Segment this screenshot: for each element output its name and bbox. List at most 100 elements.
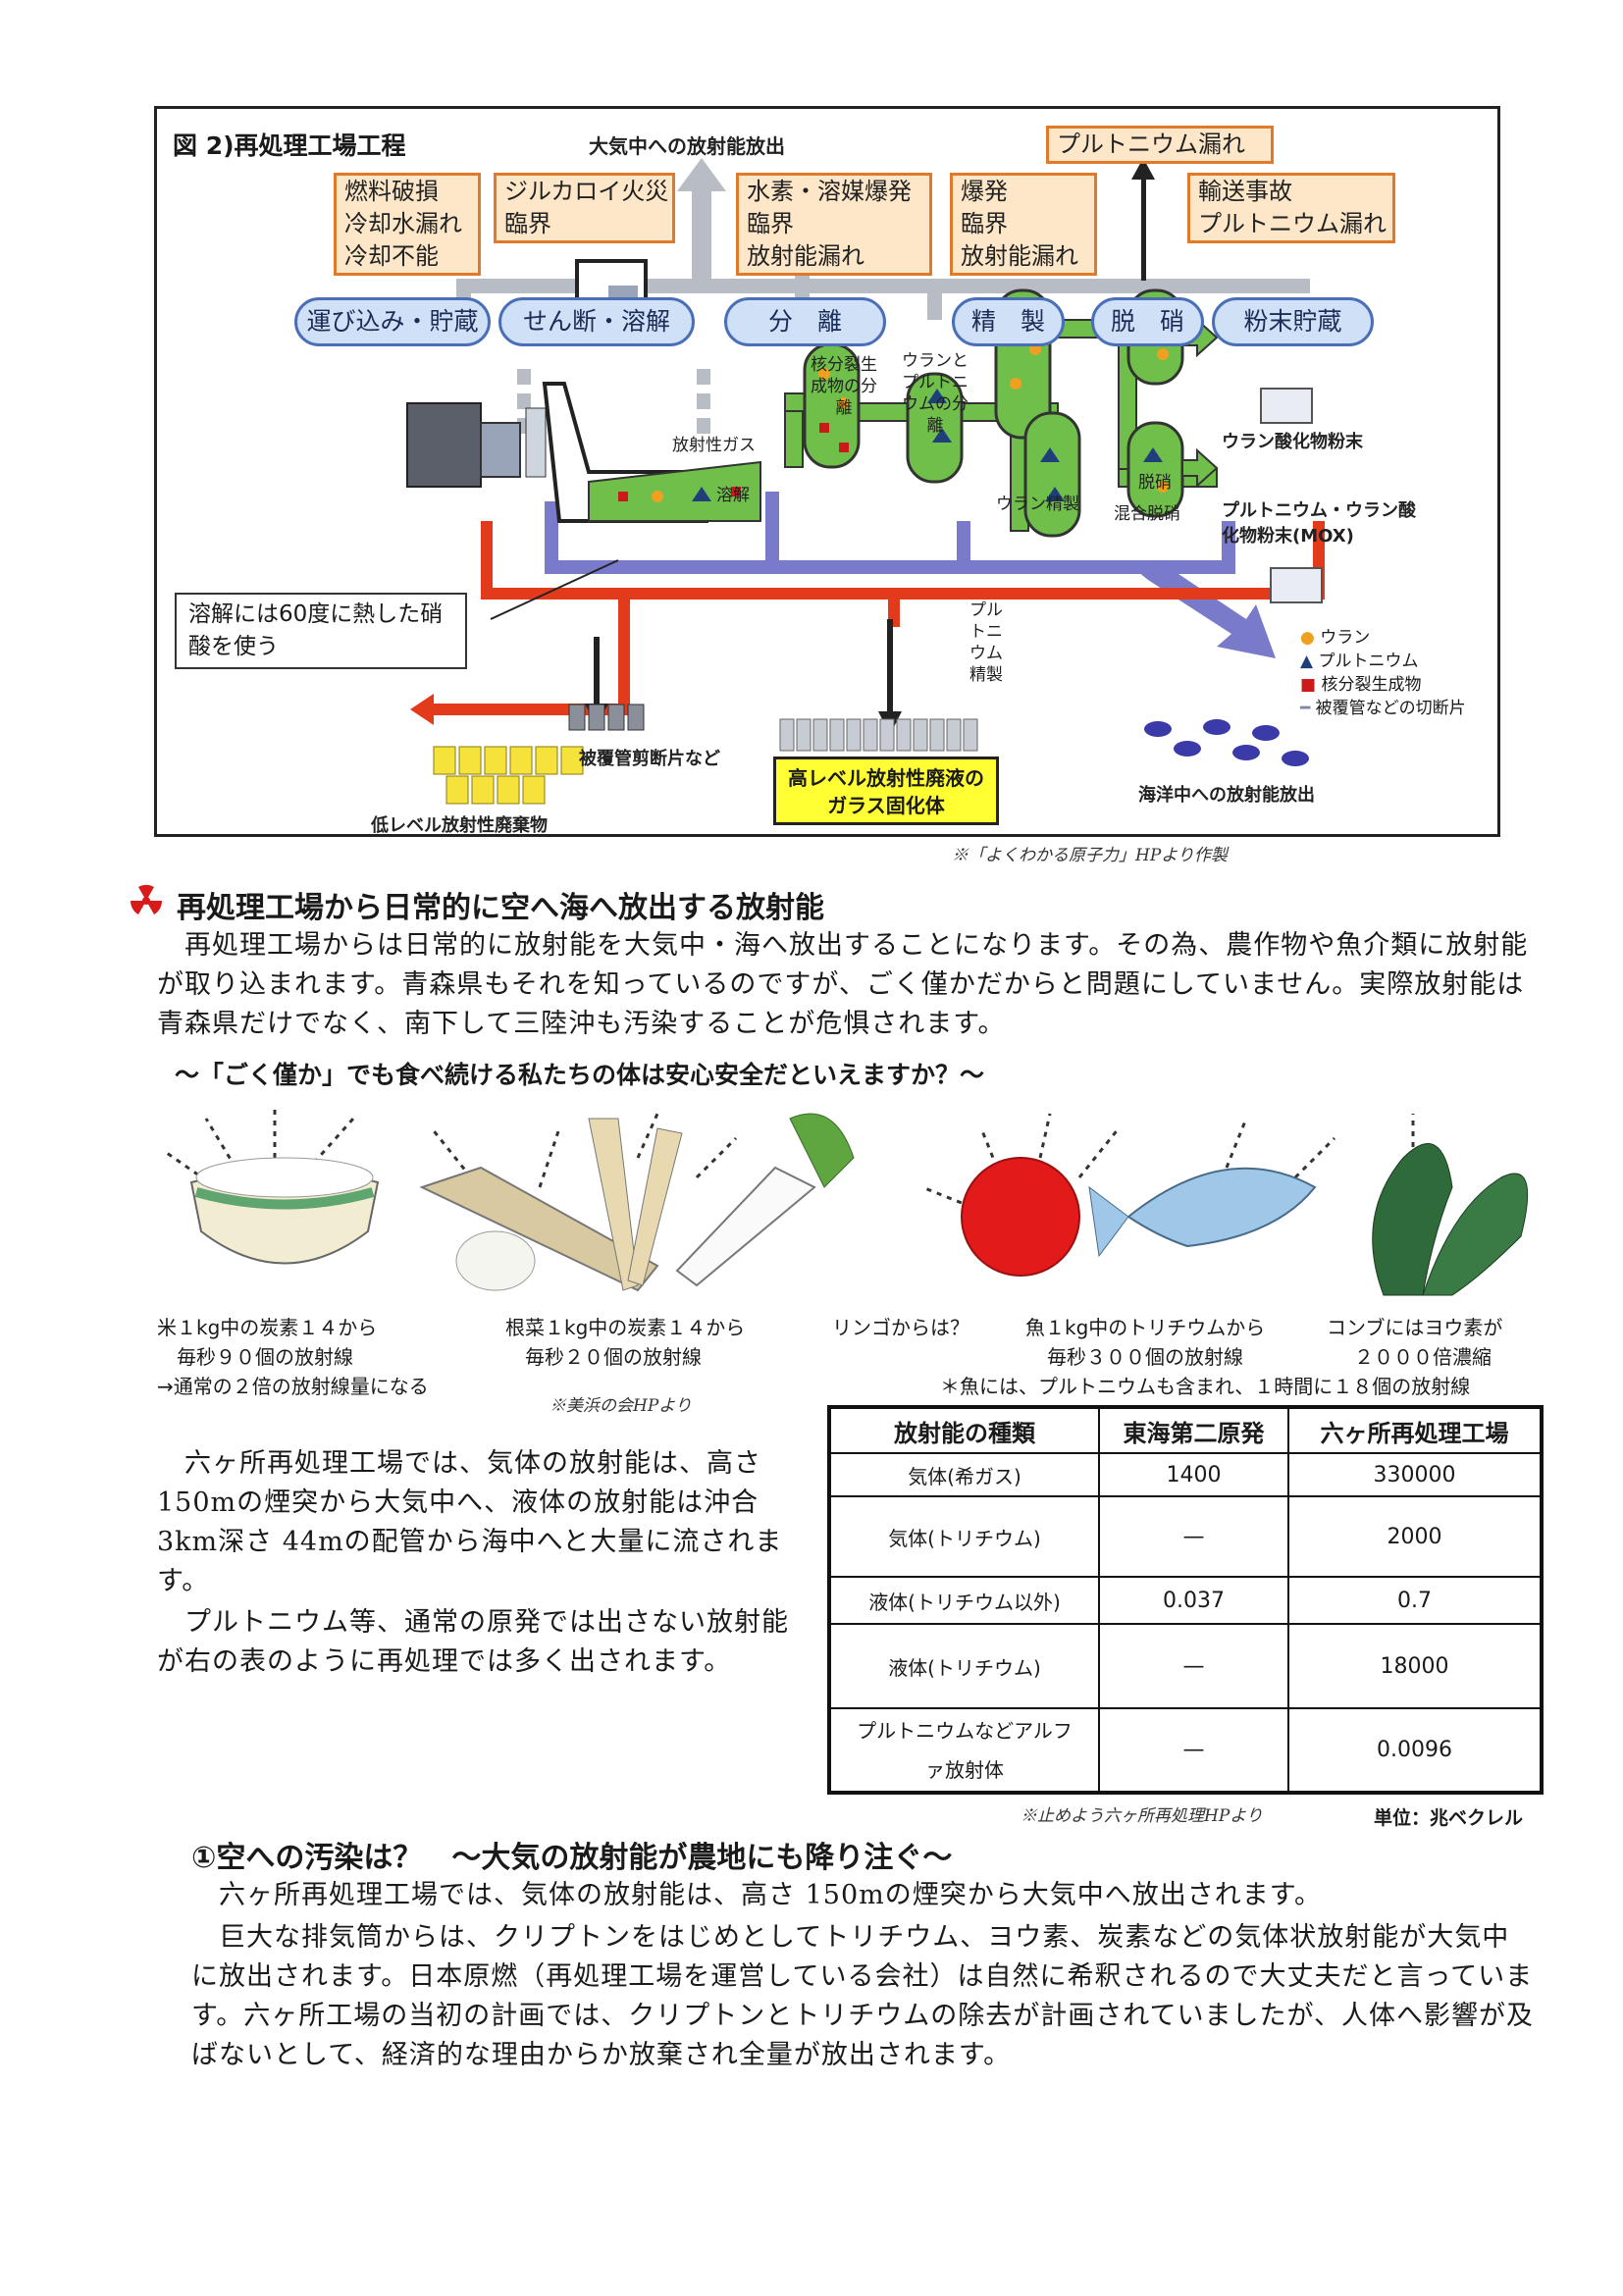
section1-question: ～「ごく僅か」でも食べ続ける私たちの体は安心安全だといえますか？～ (175, 1061, 985, 1089)
figure-title: 図 2)再処理工場工程 (173, 131, 406, 160)
label-pu-refine: プルトニウム精製 (969, 600, 1003, 685)
table-cell: — (1097, 1623, 1290, 1709)
table-header: 東海第二原発 (1097, 1406, 1290, 1454)
radioactivity-table: 放射能の種類 東海第二原発 六ヶ所再処理工場 気体(希ガス) 1400 3300… (827, 1405, 1544, 1795)
table-row: 液体(トリチウム) — 18000 (828, 1623, 1543, 1709)
label-sea-release: 海洋中への放射能放出 (1138, 785, 1315, 806)
legend-item-fission: ■ 核分裂生成物 (1300, 675, 1422, 695)
risk-line: 輸送事故 (1198, 178, 1292, 205)
risk-line: 水素・溶媒爆発 (747, 178, 912, 205)
risk-line: プルトニウム漏れ (1057, 130, 1245, 158)
table-cell: プルトニウムなどアルファ放射体 (828, 1707, 1100, 1794)
legend-item-plutonium: ▲ プルトニウム (1300, 652, 1419, 671)
table-cell: — (1097, 1495, 1290, 1578)
risk-line: 臨界 (747, 210, 794, 237)
table-source-note: ※止めよう六ヶ所再処理HPより (1021, 1806, 1263, 1826)
section1-heading: 再処理工場から日常的に空へ海へ放出する放射能 (177, 891, 824, 925)
step-storage: 運び込み・貯蔵 (294, 297, 491, 346)
risk-line: 冷却水漏れ (344, 210, 462, 237)
section2-paragraph-2: 巨大な排気筒からは、クリプトンをはじめとしてトリチウム、ヨウ素、炭素などの気体状… (191, 1922, 1534, 2070)
table-cell: 2000 (1287, 1495, 1543, 1578)
risk-line: 燃料破損 (344, 178, 439, 205)
legend-label: プルトニウム (1318, 652, 1419, 671)
caption-line: 米１kg中の炭素１４から (157, 1316, 378, 1339)
caption-apple: リンゴからは？ (832, 1313, 969, 1342)
table-cell: 1400 (1097, 1452, 1290, 1497)
step-separation: 分 離 (724, 297, 886, 346)
table-row: 気体(トリチウム) — 2000 (828, 1495, 1543, 1578)
table-cell: 液体(トリチウム) (828, 1623, 1100, 1709)
label-dissolve: 溶解 (716, 486, 750, 505)
figure-legend: ● ウラン ▲ プルトニウム ■ 核分裂生成物 ━ 被覆管などの切断片 (1300, 626, 1466, 720)
caption-line: ２０００倍濃縮 (1354, 1345, 1492, 1369)
label-radioactive-gas: 放射性ガス (672, 436, 756, 455)
nitric-acid-note: 溶解には60度に熱した硝酸を使う (175, 593, 467, 669)
high-level-waste-box: 高レベル放射性廃液のガラス固化体 (773, 757, 999, 825)
caption-line: 毎秒２０個の放射線 (525, 1345, 702, 1369)
step-denitrate: 脱 硝 (1091, 297, 1204, 346)
label-u-pu-separation: ウランとプルトニウムの分離 (902, 351, 969, 436)
caption-line: コンブにはヨウ素が (1327, 1316, 1503, 1339)
radiation-icon (126, 880, 167, 921)
legend-item-cladding: ━ 被覆管などの切断片 (1300, 699, 1466, 718)
table-cell: 0.0096 (1287, 1707, 1543, 1794)
risk-line: 冷却不能 (344, 242, 439, 270)
figure-source-note: ※「よくわかる原子力」HPより作製 (952, 846, 1228, 865)
table-cell: — (1097, 1707, 1290, 1794)
table-cell: 0.037 (1097, 1576, 1290, 1625)
legend-label: ウラン (1320, 628, 1371, 648)
caption-line: リンゴからは？ (832, 1316, 969, 1339)
table-row: 気体(希ガス) 1400 330000 (828, 1452, 1543, 1497)
caption-kelp: コンブにはヨウ素が ２０００倍濃縮 (1327, 1313, 1502, 1372)
label-mox: プルトニウム・ウラン酸化物粉末(MOX) (1222, 500, 1416, 547)
risk-line: 放射能漏れ (961, 242, 1078, 270)
label-cladding: 被覆管剪断片など (579, 749, 720, 769)
risk-line: 臨界 (961, 210, 1008, 237)
risk-box-refine: 爆発 臨界 放射能漏れ (950, 173, 1097, 276)
step-refine: 精 製 (952, 297, 1065, 346)
section2-heading: ①空への汚染は？ ～大気の放射能が農地にも降り注ぐ～ (191, 1841, 953, 1875)
label-denitrate: 脱硝 (1138, 473, 1172, 493)
caption-rice: 米１kg中の炭素１４から 毎秒９０個の放射線 →通常の２倍の放射線量になる (157, 1313, 429, 1401)
table-unit: 単位：兆ベクレル (1374, 1807, 1524, 1829)
table-header: 六ヶ所再処理工場 (1287, 1406, 1543, 1454)
table-cell: 18000 (1287, 1623, 1543, 1709)
table-cell: 気体(希ガス) (828, 1452, 1100, 1497)
label-mixed-denitrate: 混合脱硝 (1114, 504, 1180, 524)
caption-line: →通常の２倍の放射線量になる (157, 1375, 429, 1398)
label-u-refine: ウラン精製 (996, 495, 1079, 514)
caption-line: 魚１kg中のトリチウムから (1025, 1316, 1266, 1339)
caption-line: 毎秒３００個の放射線 (1047, 1345, 1243, 1369)
label-low-level-waste: 低レベル放射性廃棄物 (371, 815, 548, 836)
risk-box-transport: 輸送事故 プルトニウム漏れ (1187, 173, 1395, 243)
risk-line: 放射能漏れ (747, 242, 864, 270)
section2-paragraph-1: 六ヶ所再処理工場では、気体の放射能は、高さ 150mの煙突から大気中へ放出されま… (219, 1880, 1323, 1910)
section1-paragraph: 再処理工場からは日常的に放射能を大気中・海へ放出することになります。その為、農作… (157, 930, 1529, 1039)
step-powder-storage: 粉末貯蔵 (1212, 297, 1374, 346)
risk-line: 爆発 (961, 178, 1008, 205)
label-uranium-oxide: ウラン酸化物粉末 (1222, 432, 1363, 452)
table-row: 液体(トリチウム以外) 0.037 0.7 (828, 1576, 1543, 1625)
table-header: 放射能の種類 (828, 1406, 1100, 1454)
table-header-row: 放射能の種類 東海第二原発 六ヶ所再処理工場 (828, 1406, 1543, 1454)
risk-line: プルトニウム漏れ (1198, 210, 1387, 237)
legend-label: 被覆管などの切断片 (1315, 699, 1466, 718)
legend-label: 核分裂生成物 (1321, 675, 1422, 695)
table-cell: 液体(トリチウム以外) (828, 1576, 1100, 1625)
caption-fish: 魚１kg中のトリチウムから 毎秒３００個の放射線 (1025, 1313, 1265, 1372)
hand-note-mihama: ※美浜の会HPより (550, 1396, 692, 1416)
fish-plutonium-note: ＊魚には、プルトニウムも含まれ、１時間に１８個の放射線 (940, 1375, 1471, 1398)
table-cell: 330000 (1287, 1452, 1543, 1497)
air-release-label: 大気中への放射能放出 (589, 134, 785, 158)
step-shear-dissolve: せん断・溶解 (498, 297, 695, 346)
risk-line: ジルカロイ火災 (504, 178, 669, 205)
table-row: プルトニウムなどアルファ放射体 — 0.0096 (828, 1707, 1543, 1794)
label-fission-separation: 核分裂生成物の分離 (811, 355, 877, 418)
caption-roots: 根菜１kg中の炭素１４から 毎秒２０個の放射線 (505, 1313, 745, 1372)
risk-box-shear: ジルカロイ火災 臨界 (494, 173, 675, 243)
plutonium-paragraph: プルトニウム等、通常の原発では出さない放射能が右の表のように再処理では多く出され… (157, 1607, 789, 1677)
food-illustrations (166, 1109, 1529, 1296)
process-figure: 図 2)再処理工場工程 大気中への放射能放出 燃料破損 冷却水漏れ 冷却不能 ジ… (154, 106, 1500, 837)
table-cell: 気体(トリチウム) (828, 1495, 1100, 1578)
legend-item-uranium: ● ウラン (1300, 628, 1371, 648)
